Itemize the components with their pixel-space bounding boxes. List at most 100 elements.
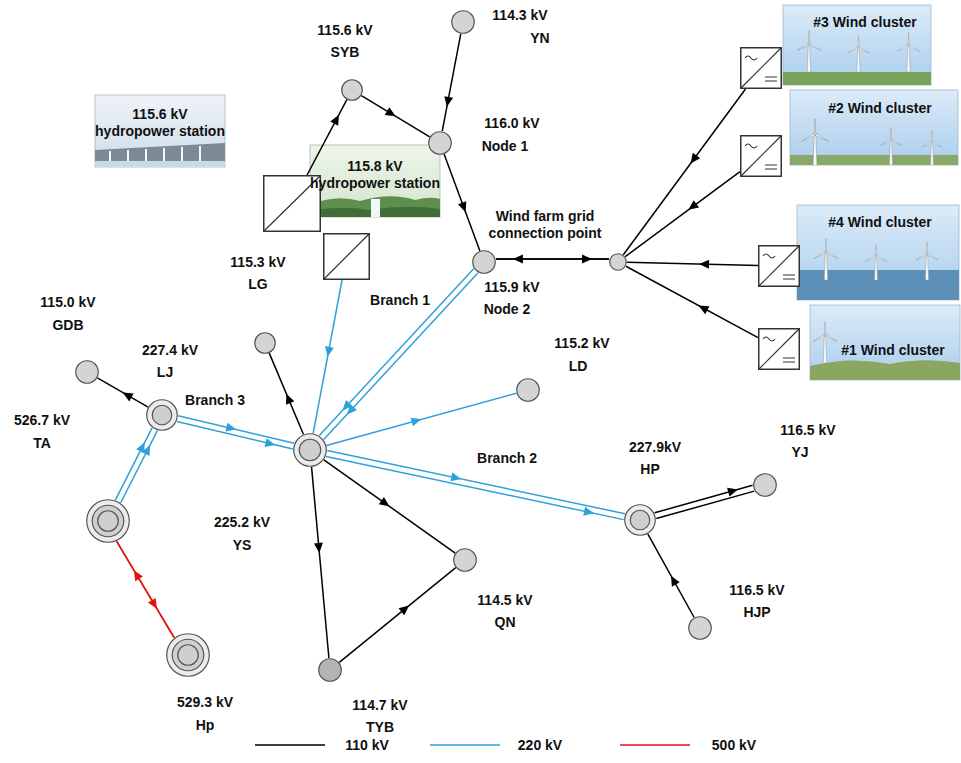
legend-text: 220 kV	[518, 737, 562, 754]
power-line	[326, 393, 516, 445]
substation-circle: 225.2 kVYS	[293, 433, 327, 467]
bus-circle: 116.0 kVNode 1	[428, 131, 452, 155]
node-shape	[428, 131, 452, 155]
arrow-head	[444, 96, 453, 107]
substation-circle: 526.7 kVTA	[86, 499, 130, 543]
bus-label: 115.9 kV	[484, 279, 539, 296]
node-shape	[254, 332, 276, 354]
source-label: #3 Wind cluster	[813, 14, 916, 31]
node-shape	[516, 378, 540, 402]
bus-label: SYB	[331, 44, 360, 61]
bus-label: 116.5 kV	[780, 422, 835, 439]
arrow-head	[314, 543, 323, 553]
bus-label: 225.2 kV	[214, 514, 270, 531]
bus-label: 115.3 kV	[230, 254, 285, 271]
power-line	[319, 269, 473, 436]
source-label: #1 Wind cluster	[841, 342, 944, 359]
power-line	[117, 541, 174, 637]
bus-label: TA	[33, 435, 51, 452]
branch-label: Branch 3	[183, 392, 247, 409]
arrow-head	[136, 442, 145, 453]
legend-text: 500 kV	[712, 737, 756, 754]
power-line	[324, 273, 478, 440]
power-line	[625, 172, 740, 257]
wind-converter-box: #2 Wind cluster	[740, 135, 782, 177]
bus-circle: 115.6 kVSYB	[341, 79, 363, 101]
node-shape	[318, 658, 342, 682]
bus-label: YJ	[791, 444, 808, 461]
wind-converter-box: #1 Wind cluster	[758, 328, 800, 370]
arrow-head	[385, 107, 396, 116]
arrow-head	[688, 200, 699, 210]
power-line	[623, 89, 745, 255]
arrow-head	[583, 507, 594, 516]
node-shape	[758, 245, 800, 287]
node-shape	[451, 10, 475, 34]
bus-label: 114.5 kV	[477, 592, 532, 609]
bus-circle: 114.3 kVYN	[451, 10, 475, 34]
substation-circle: 227.4 kVLJ	[146, 399, 178, 431]
arrow-head	[399, 606, 410, 616]
arrow-head	[330, 115, 339, 126]
node-shape	[341, 79, 363, 101]
power-line	[361, 96, 429, 137]
bus-label: Wind farm grid connection point	[480, 208, 610, 242]
node-shape	[740, 135, 782, 177]
arrow-head	[225, 423, 236, 432]
arrow-head	[379, 497, 390, 506]
bus-label: LG	[248, 276, 267, 293]
bus-label: 529.3 kV	[177, 694, 233, 711]
bus-label: 227.4 kV	[142, 342, 198, 359]
node-shape	[624, 504, 656, 536]
bus-circle: 115.9 kVNode 2	[472, 250, 496, 274]
bus-label: 116.0 kV	[484, 115, 539, 132]
bus-label: 114.3 kV	[492, 7, 547, 24]
node-shape	[323, 233, 370, 280]
arrow-head	[699, 306, 710, 315]
bus-label: 526.7 kV	[14, 412, 70, 429]
power-line	[115, 428, 152, 500]
wind-converter-box: #3 Wind cluster	[740, 47, 782, 89]
bus-circle: 116.5 kVHJP	[688, 616, 712, 640]
node-shape	[453, 548, 477, 572]
bus-label: 227.9kV	[629, 439, 681, 456]
arrow-head	[286, 394, 294, 405]
power-line	[626, 266, 758, 337]
power-line	[648, 534, 694, 618]
source-label: #2 Wind cluster	[828, 100, 931, 117]
bus-label: Node 1	[482, 138, 529, 155]
branch-label: Branch 2	[475, 450, 539, 467]
arrow-head	[699, 260, 709, 269]
bus-label: 114.7 kV	[352, 697, 407, 714]
bus-circle: 115.3 kVLG	[254, 332, 276, 354]
bus-label: LJ	[157, 364, 173, 381]
power-line	[269, 353, 303, 434]
wind-farm-photo	[783, 5, 931, 85]
bus-label: 115.2 kV	[554, 335, 609, 352]
node-shape	[75, 360, 99, 384]
bus-label: 115.6 kV	[317, 22, 372, 39]
branch-label: Branch 1	[368, 292, 432, 309]
arrow-head	[265, 438, 276, 447]
power-line	[117, 541, 174, 637]
bus-label: YN	[530, 30, 549, 47]
power-line	[444, 154, 480, 250]
node-shape	[740, 47, 782, 89]
arrow-head	[411, 418, 422, 427]
bus-circle: 115.0 kVGDB	[75, 360, 99, 384]
power-line	[627, 260, 758, 269]
wind-converter-box: #4 Wind cluster	[758, 245, 800, 287]
bus-label: HJP	[743, 604, 770, 621]
power-line	[496, 255, 609, 264]
power-line	[121, 431, 158, 503]
bus-label: QN	[495, 614, 516, 631]
power-line	[442, 34, 461, 131]
arrow-head	[347, 404, 357, 414]
power-line	[178, 416, 294, 443]
arrow-head	[123, 393, 134, 402]
arrow-head	[451, 473, 462, 482]
power-line	[339, 568, 455, 663]
node-shape	[293, 433, 327, 467]
bus-label: 116.5 kV	[729, 582, 784, 599]
